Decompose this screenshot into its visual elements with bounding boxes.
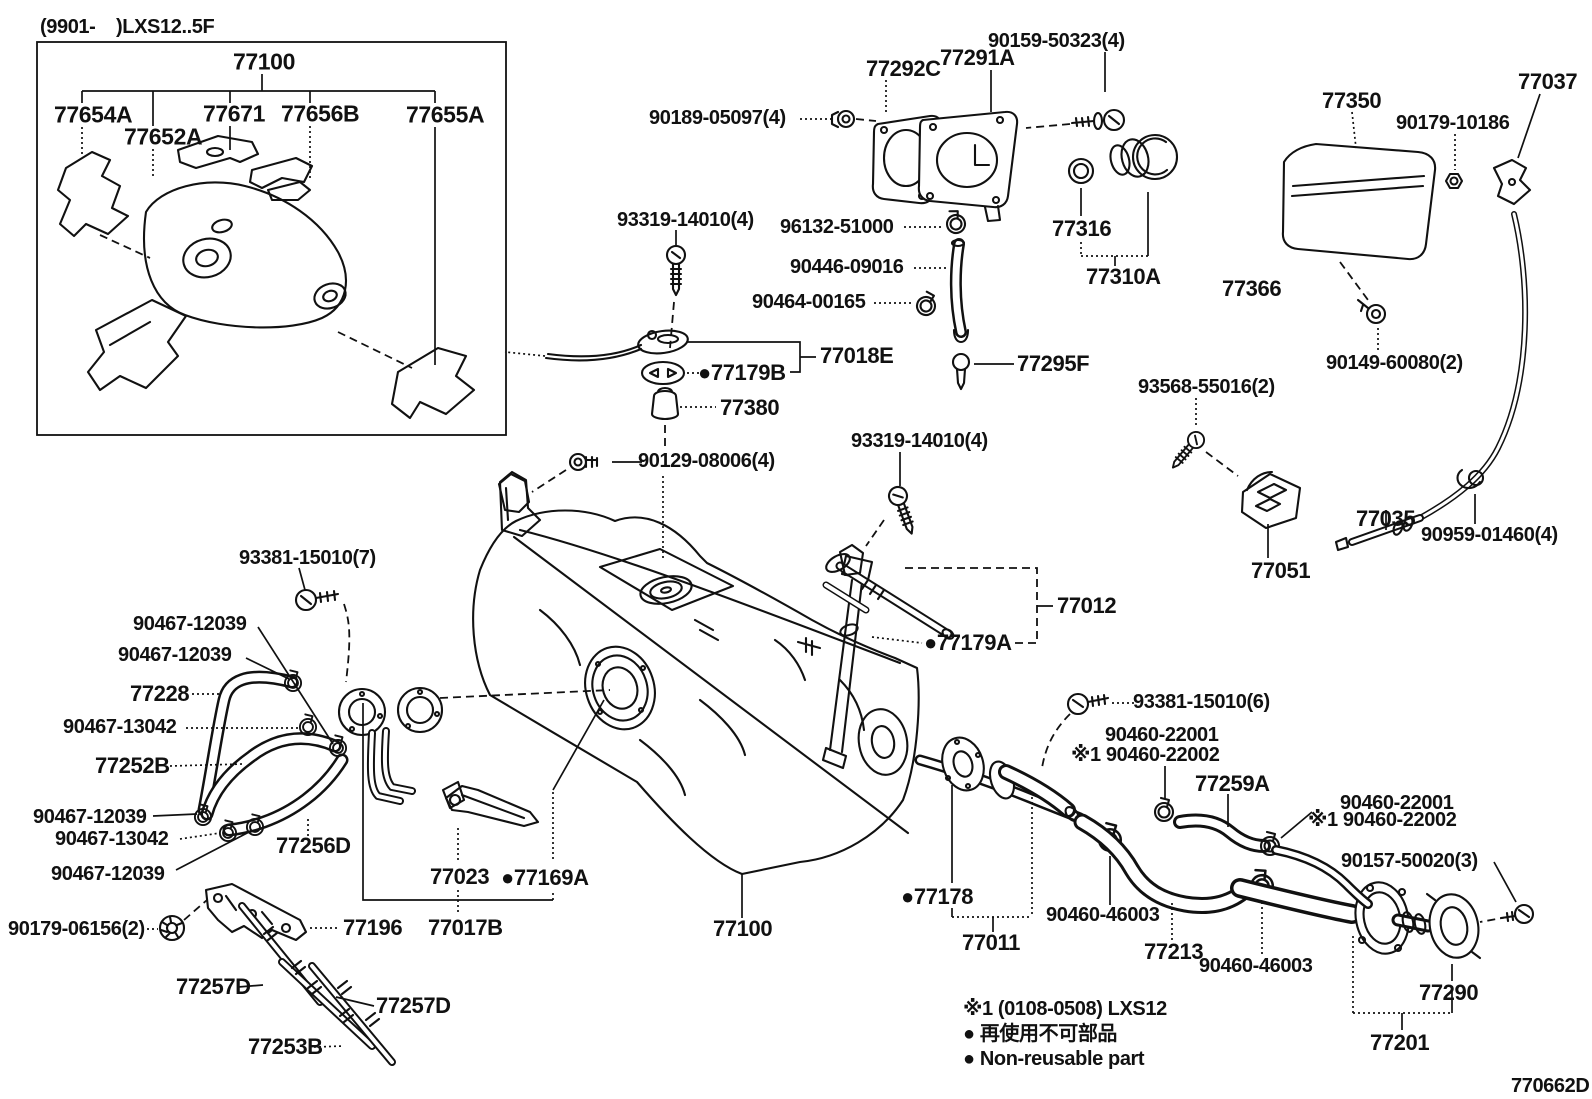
suction-tube-group bbox=[822, 543, 955, 640]
part-label-9044609016: 90446-09016 bbox=[790, 256, 904, 278]
filler-pipe-group bbox=[920, 692, 1535, 960]
part-label-9046400165: 90464-00165 bbox=[752, 291, 866, 313]
part-label-77295F: 77295F bbox=[1017, 351, 1090, 376]
part-label-9046046003: 90460-46003 bbox=[1199, 955, 1313, 977]
part-label-9046713042: 90467-13042 bbox=[55, 828, 169, 850]
leader-lines bbox=[142, 52, 1541, 1048]
part-label-9046022001: 90460-22001 bbox=[1340, 792, 1454, 814]
part-label-77292C: 77292C bbox=[866, 56, 941, 81]
part-label-77051: 77051 bbox=[1251, 558, 1311, 583]
part-label-90157500203: 90157-50020(3) bbox=[1341, 850, 1478, 872]
part-label-77196: 77196 bbox=[343, 915, 403, 940]
part-label-9046713042: 90467-13042 bbox=[63, 716, 177, 738]
part-label-77169A: ●77169A bbox=[501, 865, 589, 890]
part-label-77179A: ●77179A bbox=[924, 630, 1012, 655]
part-label-93568550162: 93568-55016(2) bbox=[1138, 376, 1275, 398]
part-label-77018E: 77018E bbox=[820, 343, 894, 368]
part-label-90149600802: 90149-60080(2) bbox=[1326, 352, 1463, 374]
part-label-77023: 77023 bbox=[430, 864, 490, 889]
part-label-77252B: 77252B bbox=[95, 753, 170, 778]
diagram-code: 770662D bbox=[1511, 1075, 1590, 1097]
part-label-77017B: 77017B bbox=[428, 915, 503, 940]
part-label-9613251000: 96132-51000 bbox=[780, 216, 894, 238]
part-label-77011: 77011 bbox=[962, 930, 1020, 955]
part-label-77652A: 77652A bbox=[124, 123, 203, 150]
part-label-9046712039: 90467-12039 bbox=[51, 863, 165, 885]
pump-plate-group bbox=[337, 686, 540, 828]
part-label-93381150107: 93381-15010(7) bbox=[239, 547, 376, 569]
left-hose-group bbox=[193, 588, 346, 843]
tube-subassy-group bbox=[158, 882, 392, 1062]
part-label-90129080064: 90129-08006(4) bbox=[638, 450, 775, 472]
part-label-77037: 77037 bbox=[1518, 69, 1578, 94]
part-label-19046022002: ※1 90460-22002 bbox=[1308, 809, 1457, 831]
part-label-77253B: 77253B bbox=[248, 1034, 323, 1059]
part-label-77178: ●77178 bbox=[901, 884, 974, 909]
part-label-77257D: 77257D bbox=[376, 993, 451, 1018]
fuel-cap-group bbox=[1067, 133, 1179, 185]
part-label-77654A: 77654A bbox=[54, 101, 133, 128]
part-label-77671: 77671 bbox=[203, 100, 265, 127]
part-label-77350: 77350 bbox=[1322, 88, 1382, 113]
part-label-93319140104: 93319-14010(4) bbox=[617, 209, 754, 231]
part-label-77655A: 77655A bbox=[406, 101, 485, 128]
breather-hose-group bbox=[913, 207, 971, 391]
part-label-77201: 77201 bbox=[1370, 1030, 1430, 1055]
part-label-77012: 77012 bbox=[1057, 593, 1117, 618]
fuel-sender-group bbox=[497, 244, 922, 538]
part-label-77310A: 77310A bbox=[1086, 264, 1161, 289]
part-label-77290: 77290 bbox=[1419, 980, 1479, 1005]
legend-note-en: ● Non-reusable part bbox=[963, 1048, 1145, 1070]
part-label-9046712039: 90467-12039 bbox=[118, 644, 232, 666]
part-label-9017910186: 90179-10186 bbox=[1396, 112, 1510, 134]
part-label-77256D: 77256D bbox=[276, 833, 351, 858]
part-label-90189050974: 90189-05097(4) bbox=[649, 107, 786, 129]
part-label-77380: 77380 bbox=[720, 395, 780, 420]
part-label-77228: 77228 bbox=[130, 681, 190, 706]
part-label-9046712039: 90467-12039 bbox=[33, 806, 147, 828]
part-label-90959014604: 90959-01460(4) bbox=[1421, 524, 1558, 546]
part-label-77100: 77100 bbox=[233, 48, 295, 75]
part-label-90159503234: 90159-50323(4) bbox=[988, 30, 1125, 52]
part-label-77259A: 77259A bbox=[1195, 771, 1270, 796]
part-label-77656B: 77656B bbox=[281, 100, 360, 127]
part-label-19046022002: ※1 90460-22002 bbox=[1071, 744, 1220, 766]
part-label-77316: 77316 bbox=[1052, 216, 1112, 241]
part-label-77291A: 77291A bbox=[940, 45, 1015, 70]
inset-box bbox=[36, 41, 507, 436]
part-label-90179061562: 90179-06156(2) bbox=[8, 918, 145, 940]
part-label-77035: 77035 bbox=[1356, 506, 1416, 531]
part-label-9046046003: 90460-46003 bbox=[1046, 904, 1160, 926]
part-label-9046712039: 90467-12039 bbox=[133, 613, 247, 635]
legend-note-jp: ● 再使用不可部品 bbox=[963, 1023, 1118, 1045]
inlet-box-shield-plates bbox=[830, 108, 1126, 223]
legend-variant-note: ※1 (0108-0508) LXS12 bbox=[963, 998, 1167, 1020]
heat-shield-art bbox=[56, 134, 476, 420]
part-label-77179B: ●77179B bbox=[698, 360, 786, 385]
fuel-lid-group bbox=[1165, 142, 1532, 552]
part-label-93319140104: 93319-14010(4) bbox=[851, 430, 988, 452]
part-label-77366: 77366 bbox=[1222, 276, 1282, 301]
model-code-header: (9901- )LXS12..5F bbox=[40, 16, 215, 38]
fuel-tank-outline bbox=[472, 470, 920, 876]
part-label-93381150106: 93381-15010(6) bbox=[1133, 691, 1270, 713]
part-label-77100: 77100 bbox=[713, 916, 773, 941]
part-label-77257D: 77257D bbox=[176, 974, 251, 999]
part-label-9046022001: 90460-22001 bbox=[1105, 724, 1219, 746]
part-label-77213: 77213 bbox=[1144, 939, 1204, 964]
